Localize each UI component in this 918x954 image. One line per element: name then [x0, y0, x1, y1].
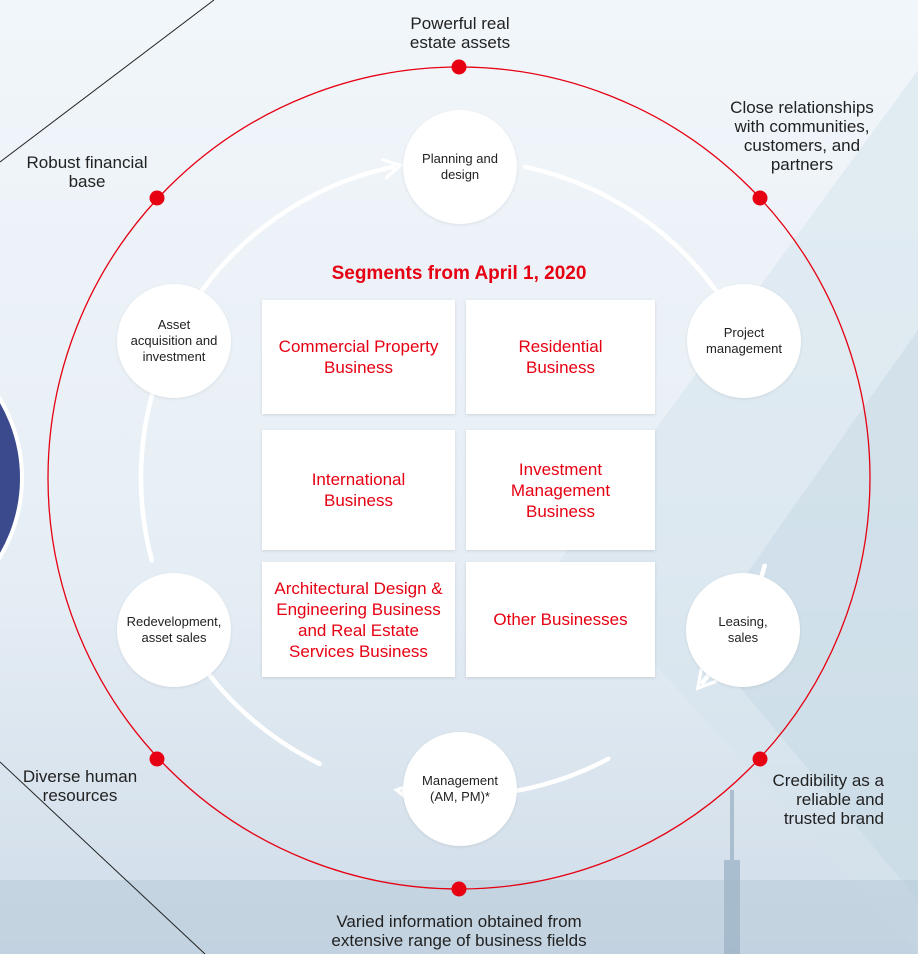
segment-international: International Business	[262, 430, 455, 550]
asset-dot-top	[451, 59, 467, 75]
asset-dot-top-right	[752, 190, 768, 206]
asset-dot-bottom	[451, 881, 467, 897]
asset-dot-bottom-right	[752, 751, 768, 767]
asset-label-bottom-right: Credibility as a reliable and trusted br…	[772, 771, 885, 828]
segment-architectural-design: Architectural Design & Engineering Busin…	[262, 562, 455, 677]
asset-label-top-right: Close relationships with communities, cu…	[730, 98, 874, 174]
node-redevelopment: Redevelopment, asset sales	[117, 573, 231, 687]
background-light-panel	[560, 70, 918, 954]
node-asset-acquisition: Asset acquisition and investment	[117, 284, 231, 398]
asset-label-top-left: Robust financial base	[26, 153, 148, 191]
asset-label-bottom-left: Diverse human resources	[22, 767, 138, 805]
arrow-acquisition-to-planning	[187, 157, 404, 312]
node-leasing-sales: Leasing, sales	[686, 573, 800, 687]
segment-residential: Residential Business	[466, 300, 655, 414]
asset-label-bottom: Varied information obtained from extensi…	[331, 912, 587, 950]
asset-dot-top-left	[149, 190, 165, 206]
asset-label-top: Powerful real estate assets	[409, 14, 511, 52]
node-management: Management (AM, PM)*	[403, 732, 517, 846]
tower-silhouette	[724, 790, 740, 954]
arrow-planning-to-project	[522, 164, 729, 310]
navy-emblem-edge	[0, 395, 24, 561]
diagonal-line-top	[0, 0, 215, 163]
asset-dot-bottom-left	[149, 751, 165, 767]
segment-other-businesses: Other Businesses	[466, 562, 655, 677]
segment-investment-management: Investment Management Business	[466, 430, 655, 550]
node-planning-and-design: Planning and design	[403, 110, 517, 224]
arrow-redevelopment-to-acquisition	[138, 359, 168, 563]
segment-commercial-property: Commercial Property Business	[262, 300, 455, 414]
node-project-management: Project management	[687, 284, 801, 398]
diagonal-line-bottom	[0, 761, 206, 954]
segments-title: Segments from April 1, 2020	[331, 263, 587, 284]
background-mid-panel	[700, 330, 918, 900]
